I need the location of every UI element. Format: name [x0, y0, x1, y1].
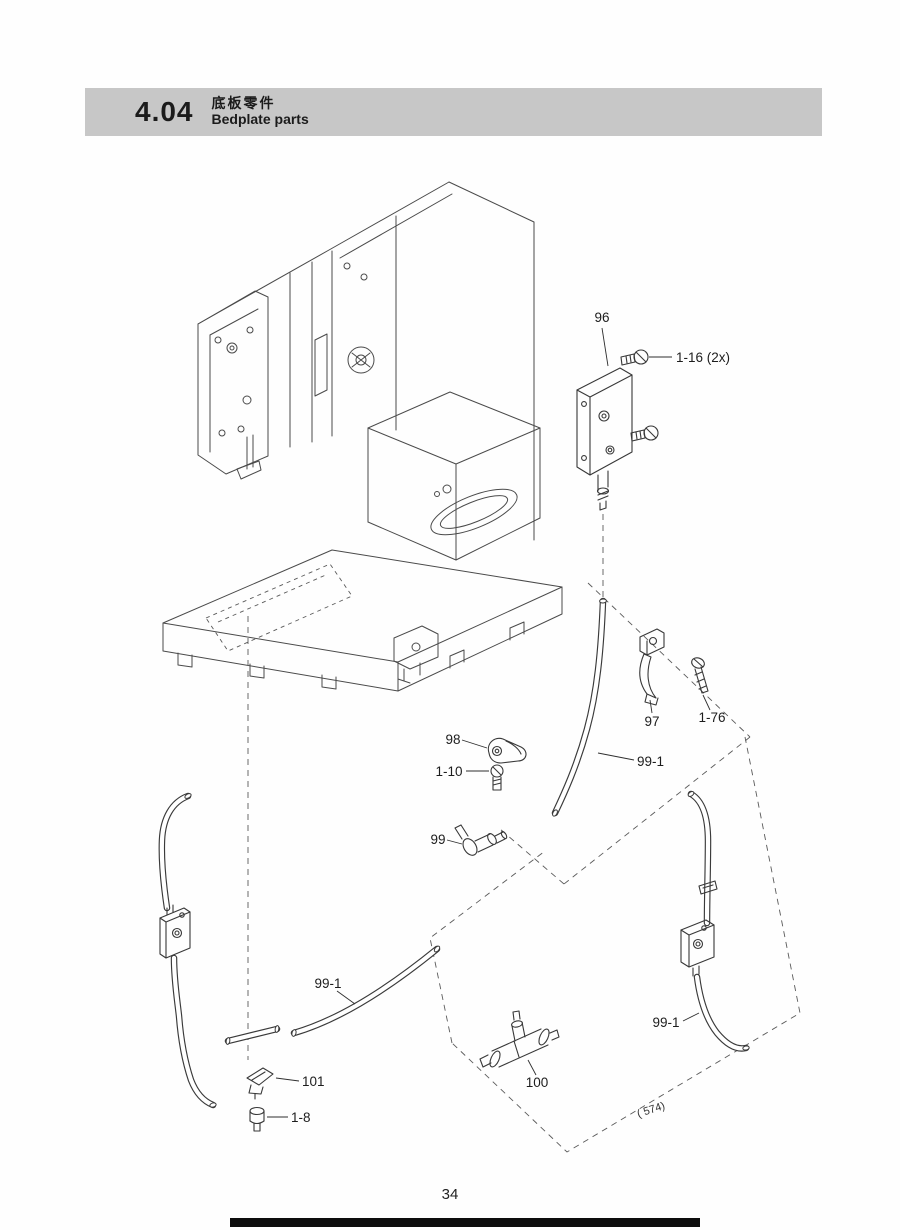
right-connector-block	[680, 880, 718, 977]
section-titles: 底板零件 Bedplate parts	[212, 96, 309, 127]
screw-1-16-a	[620, 349, 649, 366]
part-label-99: 99	[430, 832, 445, 847]
part-label-99-1-right: 99-1	[652, 1015, 679, 1030]
part-99-cock	[454, 824, 508, 856]
screw-1-8	[249, 1106, 265, 1132]
part-label-96: 96	[594, 310, 609, 325]
part-97-bracket	[639, 628, 665, 706]
section-number: 4.04	[135, 96, 194, 127]
figure-note-574: ( 574)	[636, 1100, 667, 1120]
part-label-100: 100	[526, 1075, 549, 1090]
part-98-clamp	[487, 737, 527, 764]
part-100-connector	[479, 1010, 560, 1068]
section-header: 4.04 底板零件 Bedplate parts	[85, 88, 822, 136]
part-label-1-76: 1-76	[698, 710, 725, 725]
section-title-zh: 底板零件	[211, 95, 276, 112]
part-label-1-10: 1-10	[435, 764, 462, 779]
leader-lines	[267, 327, 711, 1118]
page-number: 34	[441, 1186, 459, 1203]
tube-left-short	[224, 1025, 281, 1045]
section-title-en: Bedplate parts	[211, 111, 309, 127]
part-96-valve-block	[576, 367, 633, 511]
left-connector-block	[159, 904, 191, 959]
tube-left-lower	[170, 954, 217, 1109]
part-label-99-1-upper: 99-1	[637, 754, 664, 769]
phantom-dashed-outlines	[247, 514, 801, 1153]
part-label-101: 101	[302, 1074, 325, 1089]
bottom-binding-bar	[230, 1218, 700, 1227]
tube-99-1-upper	[551, 597, 607, 817]
part-label-99-1-bottom-left: 99-1	[314, 976, 341, 991]
screw-1-76	[691, 657, 709, 694]
tube-99-1-bottom-center	[290, 945, 441, 1037]
part-label-1-16: 1-16 (2x)	[676, 350, 730, 365]
part-label-98: 98	[445, 732, 460, 747]
screw-1-10	[490, 764, 504, 791]
tube-99-1-right	[693, 973, 750, 1052]
machine-body-drawing	[162, 181, 563, 692]
part-label-1-8: 1-8	[291, 1110, 311, 1125]
screw-1-16-b	[630, 425, 659, 442]
tube-left-upper	[158, 792, 192, 912]
tube-right-upper	[687, 790, 712, 927]
part-label-97: 97	[644, 714, 659, 729]
part-101-clip	[246, 1067, 274, 1100]
